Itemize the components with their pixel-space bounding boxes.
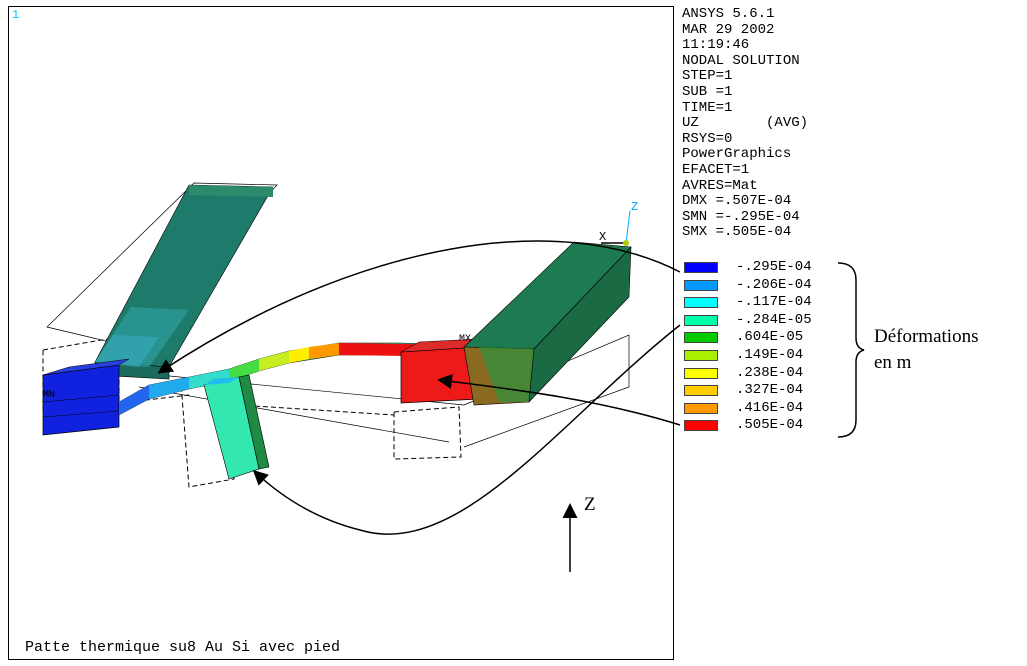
z-axis-label: Z: [584, 494, 596, 515]
info-line: NODAL SOLUTION: [682, 52, 800, 69]
legend-row: -.284E-05: [682, 311, 842, 329]
legend-value: .238E-04: [736, 364, 804, 381]
triad-x-label: X: [599, 230, 606, 244]
info-line: ANSYS 5.6.1: [682, 6, 775, 22]
plot-title: Patte thermique su8 Au Si avec pied: [25, 639, 341, 656]
min-marker: MN: [43, 390, 55, 401]
legend-row: -.117E-04: [682, 295, 842, 311]
info-line: RSYS=0: [682, 130, 733, 147]
legend-value: .604E-05: [736, 329, 804, 346]
info-line: UZ (AVG): [682, 115, 809, 132]
window-number: 1: [12, 8, 20, 22]
right-arm: [463, 241, 632, 406]
legend-swatch: [684, 420, 718, 432]
solution-info-panel: ANSYS 5.6.1 MAR 29 2002 11:19:46 NODAL S…: [682, 6, 809, 241]
legend-row: .505E-04: [682, 418, 842, 434]
legend-row: .604E-05: [682, 330, 842, 346]
deformation-label: Déformations: [874, 326, 979, 347]
legend-value: .416E-04: [736, 399, 804, 416]
info-line: MAR 29 2002: [682, 21, 775, 38]
info-line: AVRES=Mat: [682, 177, 758, 194]
legend-swatch: [684, 367, 718, 379]
legend-value: -.284E-05: [736, 311, 812, 328]
legend-swatch: [684, 314, 718, 326]
left-anchor-block: [42, 358, 130, 436]
fe-model-plot: Z X MN MX: [42, 182, 638, 488]
deformation-annotation: Déformations en m: [874, 324, 978, 376]
legend-row: .238E-04: [682, 364, 842, 382]
legend-swatch: [684, 332, 718, 344]
legend-value: -.117E-04: [736, 294, 812, 311]
legend-value: .505E-04: [736, 417, 804, 434]
info-line: PowerGraphics: [682, 146, 792, 163]
legend-swatch: [684, 350, 718, 361]
info-line: DMX =.507E-04: [682, 193, 792, 210]
deformation-unit: en m: [874, 352, 912, 373]
legend-value: -.295E-04: [736, 259, 812, 275]
info-line: SMN =-.295E-04: [682, 208, 800, 225]
info-line: SUB =1: [682, 83, 733, 100]
legend-row: -.206E-04: [682, 276, 842, 294]
legend-value: .149E-04: [736, 347, 804, 363]
triad-z-label: Z: [631, 200, 638, 214]
info-line: SMX =.505E-04: [682, 224, 792, 241]
info-line: STEP=1: [682, 68, 733, 85]
legend-swatch: [684, 402, 718, 414]
legend-value: -.206E-04: [736, 276, 812, 293]
info-line: TIME=1: [682, 99, 733, 116]
graphics-viewport[interactable]: 1: [8, 6, 674, 660]
foot-pillar: [203, 374, 270, 480]
info-line: 11:19:46: [682, 37, 750, 54]
legend-row: .416E-04: [682, 399, 842, 417]
legend-swatch: [684, 297, 718, 309]
left-arm: [94, 184, 274, 380]
info-line: EFACET=1: [682, 161, 750, 178]
max-marker: MX: [459, 334, 471, 345]
legend-value: .327E-04: [736, 382, 804, 399]
legend-row: .149E-04: [682, 347, 842, 364]
legend-swatch: [684, 279, 718, 291]
legend-swatch: [684, 385, 718, 397]
legend-swatch: [684, 262, 718, 273]
legend-row: .327E-04: [682, 383, 842, 399]
legend-row: -.295E-04: [682, 259, 842, 276]
